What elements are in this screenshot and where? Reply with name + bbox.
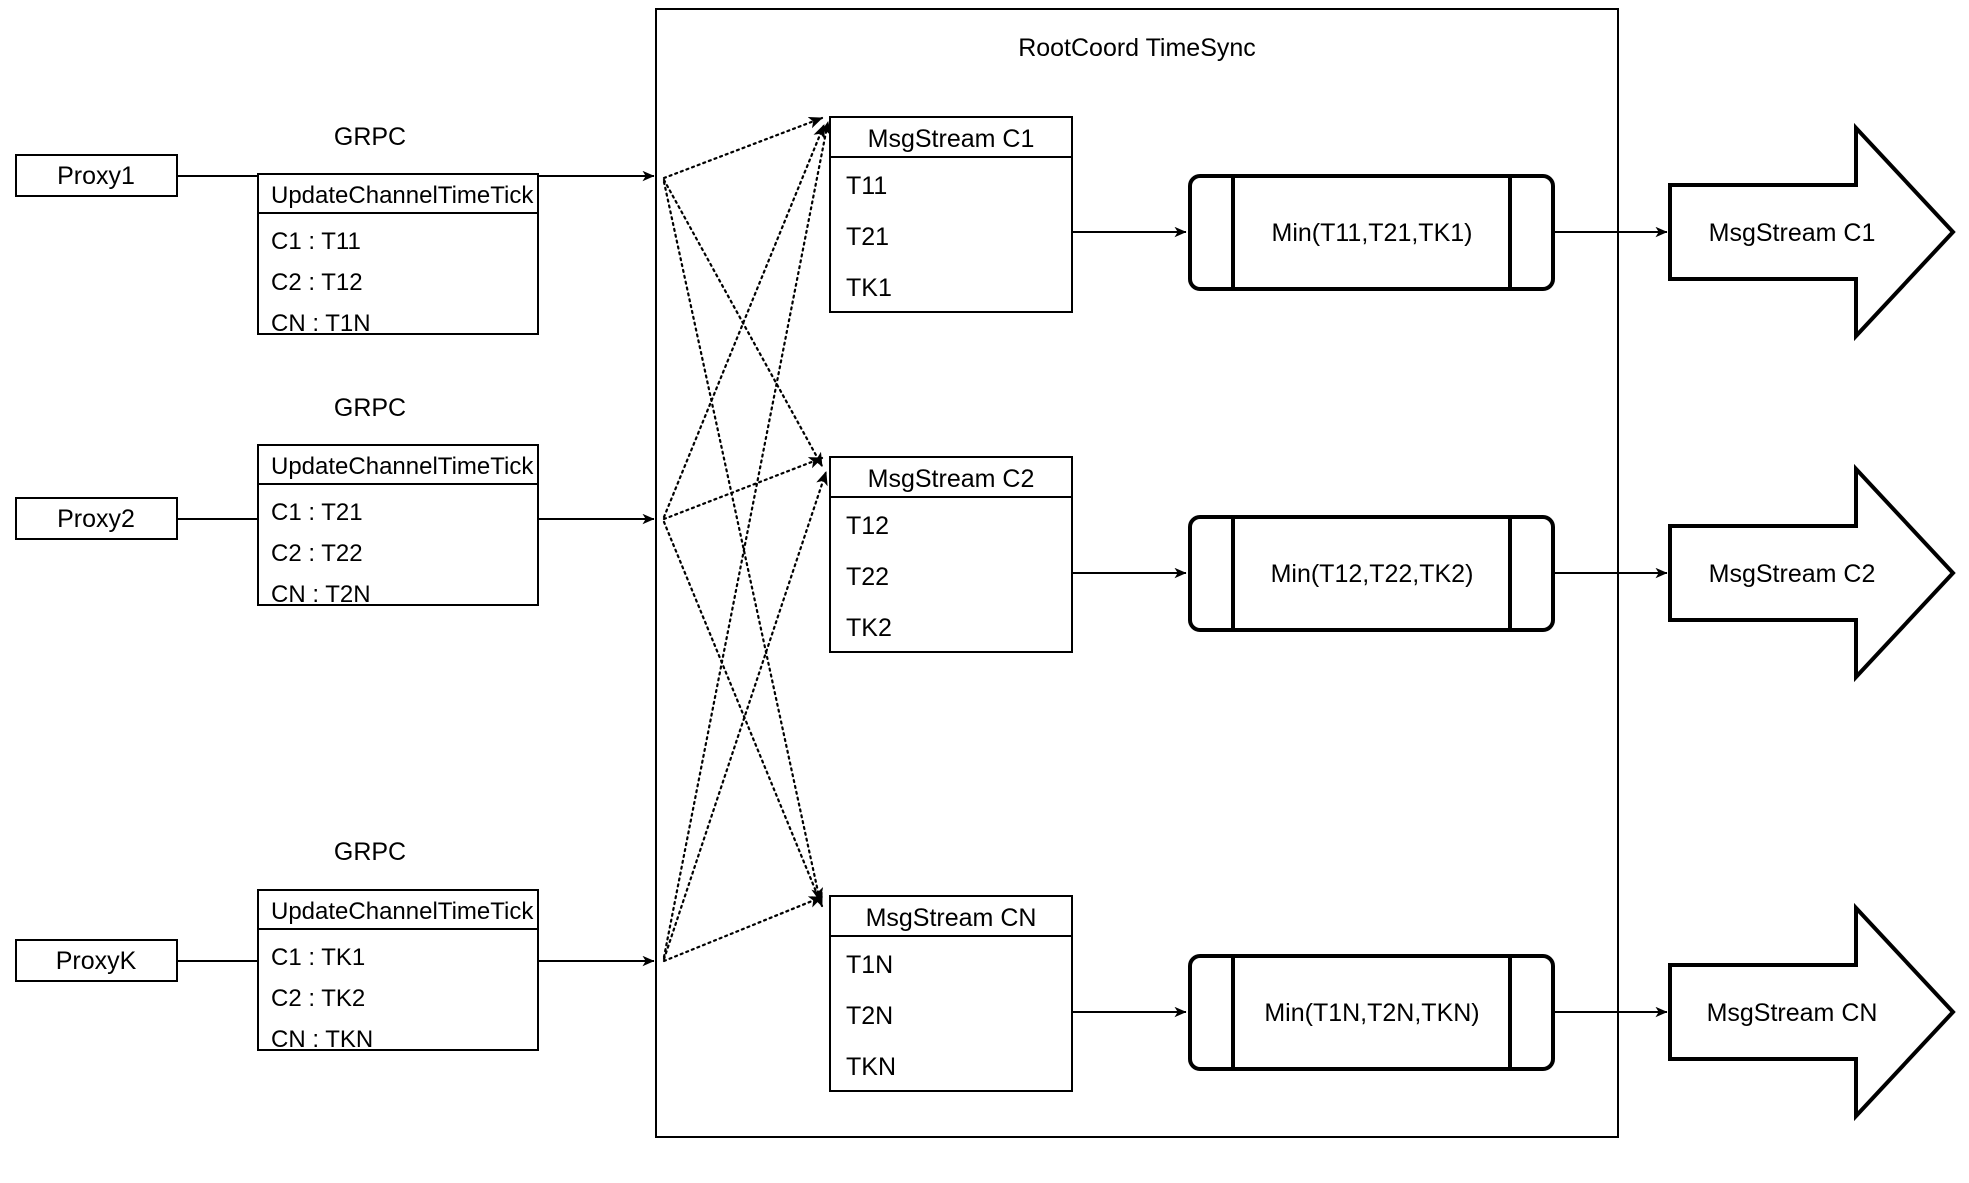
request-card xyxy=(257,173,539,335)
proxy-label: Proxy1 xyxy=(57,162,135,190)
request-card-row: C1 : T21 xyxy=(271,499,363,526)
request-card-row: C1 : T11 xyxy=(271,228,361,255)
request-card-row: CN : TKN xyxy=(271,1026,373,1053)
msgstream-tick-row: T1N xyxy=(846,951,893,979)
request-card-header: UpdateChannelTimeTick xyxy=(271,453,534,480)
request-card-row: C2 : T22 xyxy=(271,540,363,567)
rootcoord-container-title: RootCoord TimeSync xyxy=(1018,34,1256,62)
output-block-arrow xyxy=(1668,122,1956,342)
msgstream-box xyxy=(829,456,1073,653)
msgstream-box xyxy=(829,116,1073,313)
msgstream-box-header: MsgStream C2 xyxy=(868,465,1035,493)
msgstream-tick-row: T21 xyxy=(846,223,889,251)
dispatch-edge xyxy=(662,180,824,903)
request-card-row: CN : T1N xyxy=(271,310,371,337)
output-block-arrow xyxy=(1668,463,1956,683)
dispatch-edge xyxy=(662,120,832,959)
output-label: MsgStream C1 xyxy=(1709,219,1876,247)
proxy-label: Proxy2 xyxy=(57,505,135,533)
proxy-box[interactable] xyxy=(15,154,178,197)
output-label: MsgStream CN xyxy=(1707,999,1878,1027)
grpc-link-label: GRPC xyxy=(334,838,406,866)
msgstream-tick-row: T22 xyxy=(846,563,889,591)
msgstream-tick-row: TK1 xyxy=(846,274,892,302)
dispatch-edge xyxy=(662,895,824,963)
request-card xyxy=(257,444,539,606)
request-card-row: C1 : TK1 xyxy=(271,944,365,971)
output-block-arrow xyxy=(1668,902,1956,1122)
request-card-header: UpdateChannelTimeTick xyxy=(271,898,534,925)
msgstream-tick-row: T2N xyxy=(846,1002,893,1030)
request-card-row: CN : T2N xyxy=(271,581,371,608)
dispatch-fanout-group xyxy=(662,116,832,963)
dispatch-edge xyxy=(662,470,828,961)
grpc-link-label: GRPC xyxy=(334,123,406,151)
proxy-label: ProxyK xyxy=(56,947,137,975)
grpc-link-label: GRPC xyxy=(334,394,406,422)
msgstream-box xyxy=(829,895,1073,1092)
request-card-header: UpdateChannelTimeTick xyxy=(271,182,534,209)
msgstream-tick-row: T12 xyxy=(846,512,889,540)
proxy-box[interactable] xyxy=(15,497,178,540)
proxy-box[interactable] xyxy=(15,939,178,982)
request-card xyxy=(257,889,539,1051)
msgstream-box-header: MsgStream C1 xyxy=(868,125,1035,153)
dispatch-edge xyxy=(662,116,824,180)
dispatch-edge xyxy=(662,123,826,519)
output-label: MsgStream C2 xyxy=(1709,560,1876,588)
msgstream-tick-row: TK2 xyxy=(846,614,892,642)
request-card-row: C2 : T12 xyxy=(271,269,363,296)
msgstream-tick-row: T11 xyxy=(846,172,887,200)
min-process-label: Min(T11,T21,TK1) xyxy=(1272,219,1473,247)
min-process-label: Min(T1N,T2N,TKN) xyxy=(1264,999,1479,1027)
dispatch-edge xyxy=(662,456,824,521)
min-process-label: Min(T12,T22,TK2) xyxy=(1271,560,1474,588)
request-card-row: C2 : TK2 xyxy=(271,985,365,1012)
msgstream-tick-row: TKN xyxy=(846,1053,896,1081)
msgstream-box-header: MsgStream CN xyxy=(866,904,1037,932)
